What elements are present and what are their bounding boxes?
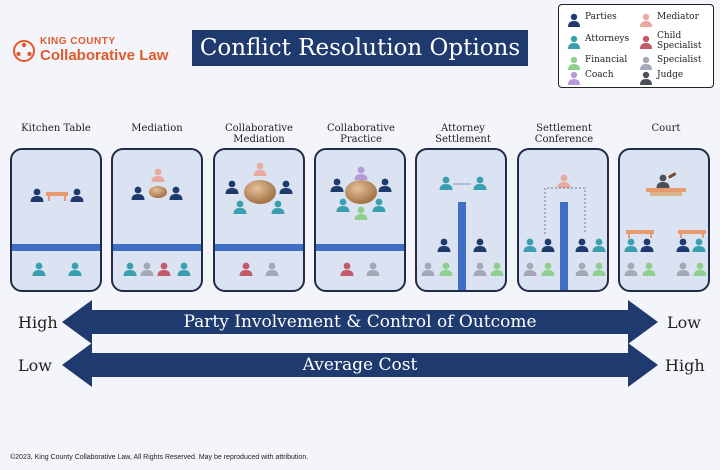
cost-left-label: Low [18, 356, 52, 375]
column-label-collaborative-practice: Collaborative Practice [327, 123, 395, 145]
person-icon [640, 35, 652, 49]
copyright-footer: ©2023, King County Collaborative Law, Al… [10, 454, 309, 461]
involvement-arrow [62, 300, 658, 344]
panel-mediation [111, 148, 203, 292]
involvement-left-label: High [18, 313, 58, 332]
person-icon [568, 13, 580, 27]
column-label-kitchen-table: Kitchen Table [21, 123, 91, 134]
person-icon [568, 35, 580, 49]
person-icon [640, 13, 652, 27]
person-icon [568, 71, 580, 85]
cost-right-label: High [665, 356, 705, 375]
panel-kitchen-table [10, 148, 102, 292]
column-label-mediation: Mediation [131, 123, 183, 134]
panel-settlement-conference [517, 148, 609, 292]
person-icon [640, 56, 652, 70]
logo-line1: KING COUNTY [40, 36, 116, 47]
involvement-right-label: Low [667, 313, 701, 332]
column-label-settlement-conference: Settlement Conference [534, 123, 594, 145]
panel-court [618, 148, 710, 292]
column-label-attorney-settlement: Attorney Settlement [435, 123, 491, 145]
person-icon [640, 71, 652, 85]
logo: KING COUNTY Collaborative Law [12, 36, 172, 68]
person-icon [568, 56, 580, 70]
column-label-collaborative-mediation: Collaborative Mediation [225, 123, 293, 145]
legend: Parties Mediator Attorneys Child Special… [558, 4, 714, 88]
panel-collaborative-mediation [213, 148, 305, 292]
logo-mark-icon [13, 40, 35, 62]
logo-line2: Collaborative Law [40, 47, 169, 64]
page-title: Conflict Resolution Options [192, 30, 528, 66]
column-label-court: Court [651, 123, 681, 134]
involvement-arrow-label: Party Involvement & Control of Outcome [183, 312, 537, 332]
panel-attorney-settlement [415, 148, 507, 292]
cost-arrow [62, 343, 658, 387]
panel-collaborative-practice [314, 148, 406, 292]
cost-arrow-label: Average Cost [302, 355, 418, 375]
